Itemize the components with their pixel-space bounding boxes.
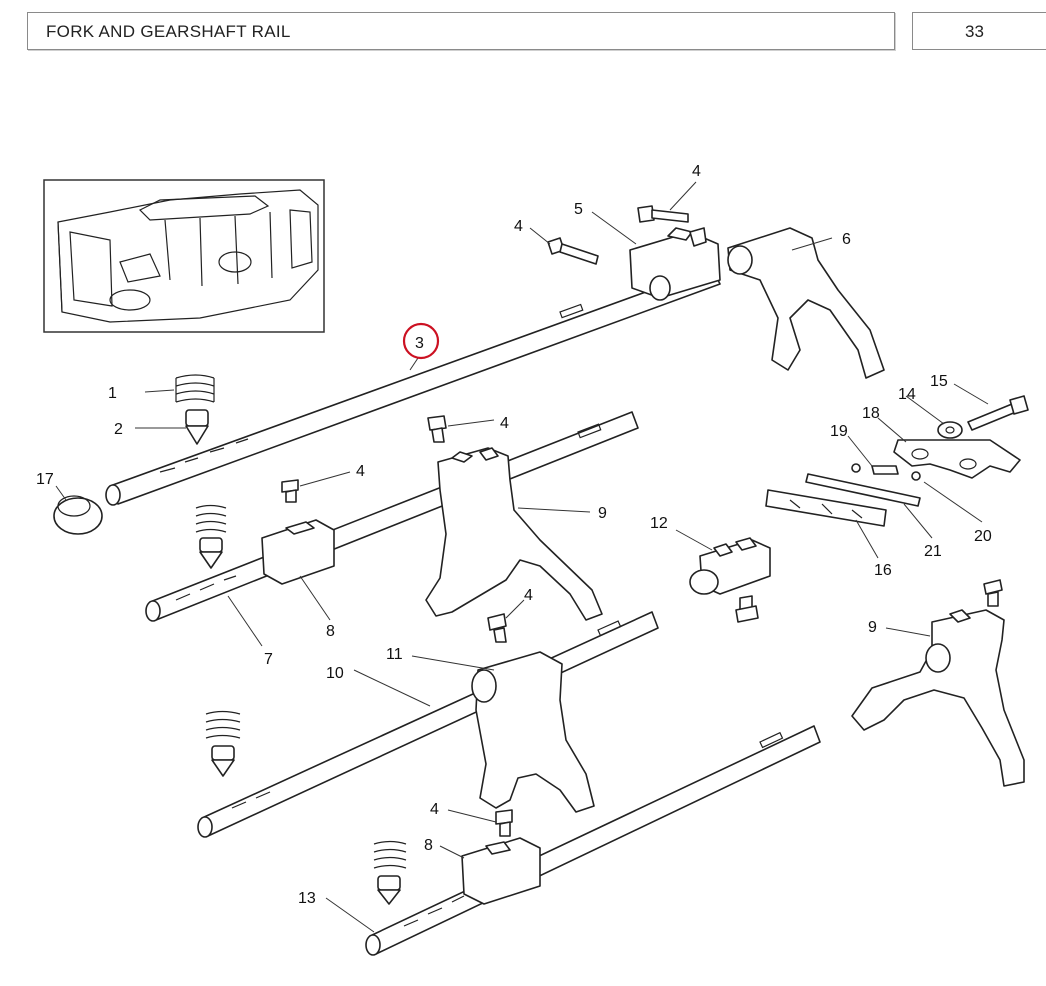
callout-21: 21 [924, 543, 942, 560]
callout-4-d: 4 [356, 463, 365, 480]
shift-fork-9-right [851, 609, 1025, 787]
callout-1: 1 [108, 385, 117, 402]
spring-1 [175, 374, 215, 403]
plate-18 [893, 439, 1021, 479]
callout-11: 11 [386, 646, 403, 663]
bolt-15 [967, 395, 1029, 431]
bolt-4-mid [427, 415, 447, 443]
highlight-circle [402, 322, 440, 360]
shift-fork-11 [471, 651, 595, 813]
spring-rail-10 [205, 710, 241, 777]
page-number-box: 33 [912, 12, 1046, 50]
callout-7: 7 [264, 651, 273, 668]
shift-fork-6 [727, 227, 885, 379]
callout-8-a: 8 [326, 623, 335, 640]
plunger-2 [185, 409, 209, 445]
callout-5: 5 [574, 201, 583, 218]
selector-block-8-lower [461, 837, 541, 905]
selector-block-5 [629, 227, 721, 301]
callout-6: 6 [842, 231, 851, 248]
interlock-pin-19 [851, 463, 921, 481]
callout-4-b: 4 [692, 163, 701, 180]
callout-8-b: 8 [424, 837, 433, 854]
callout-9-b: 9 [868, 619, 877, 636]
interlock-plate-21 [805, 473, 921, 507]
callout-14: 14 [898, 386, 916, 403]
page-number: 33 [965, 22, 984, 41]
rail-3 [105, 267, 721, 506]
bolt-4-mid-left [281, 479, 299, 503]
interlock-plate-16 [765, 489, 887, 527]
callout-20: 20 [974, 528, 992, 545]
plug-17 [53, 495, 103, 535]
bolt-4-right [983, 579, 1003, 607]
bolt-4-top-a [547, 237, 599, 265]
callout-4-e: 4 [524, 587, 533, 604]
callout-labels: 1 2 3 4 4 4 4 4 4 5 6 7 8 8 9 9 10 11 12… [36, 163, 992, 907]
callout-17: 17 [36, 471, 54, 488]
callout-9-a: 9 [598, 505, 607, 522]
callout-3: 3 [415, 335, 424, 352]
callout-4-a: 4 [514, 218, 523, 235]
rail-13 [365, 725, 821, 956]
gearbox-inset [43, 179, 325, 333]
spring-rail-13 [373, 840, 407, 905]
callout-15: 15 [930, 373, 948, 390]
bolt-4-lower [495, 809, 513, 837]
leader-lines [55, 181, 989, 933]
diagram-title: FORK AND GEARSHAFT RAIL [46, 22, 291, 41]
selector-block-12 [689, 537, 771, 623]
callout-13: 13 [298, 890, 316, 907]
spring-rail-7 [195, 504, 227, 569]
shift-fork-9-upper [425, 447, 603, 621]
callout-4-f: 4 [430, 801, 439, 818]
callout-16: 16 [874, 562, 892, 579]
callout-18: 18 [862, 405, 880, 422]
bolt-4-lower-mid [487, 613, 507, 643]
callout-12: 12 [650, 515, 668, 532]
callout-2: 2 [114, 421, 123, 438]
selector-block-8-upper [261, 519, 335, 585]
diagram-title-box: FORK AND GEARSHAFT RAIL [27, 12, 895, 50]
callout-19: 19 [830, 423, 848, 440]
washer-14 [937, 421, 963, 439]
callout-10: 10 [326, 665, 344, 682]
bolt-4-top-b [637, 205, 689, 223]
callout-4-c: 4 [500, 415, 509, 432]
